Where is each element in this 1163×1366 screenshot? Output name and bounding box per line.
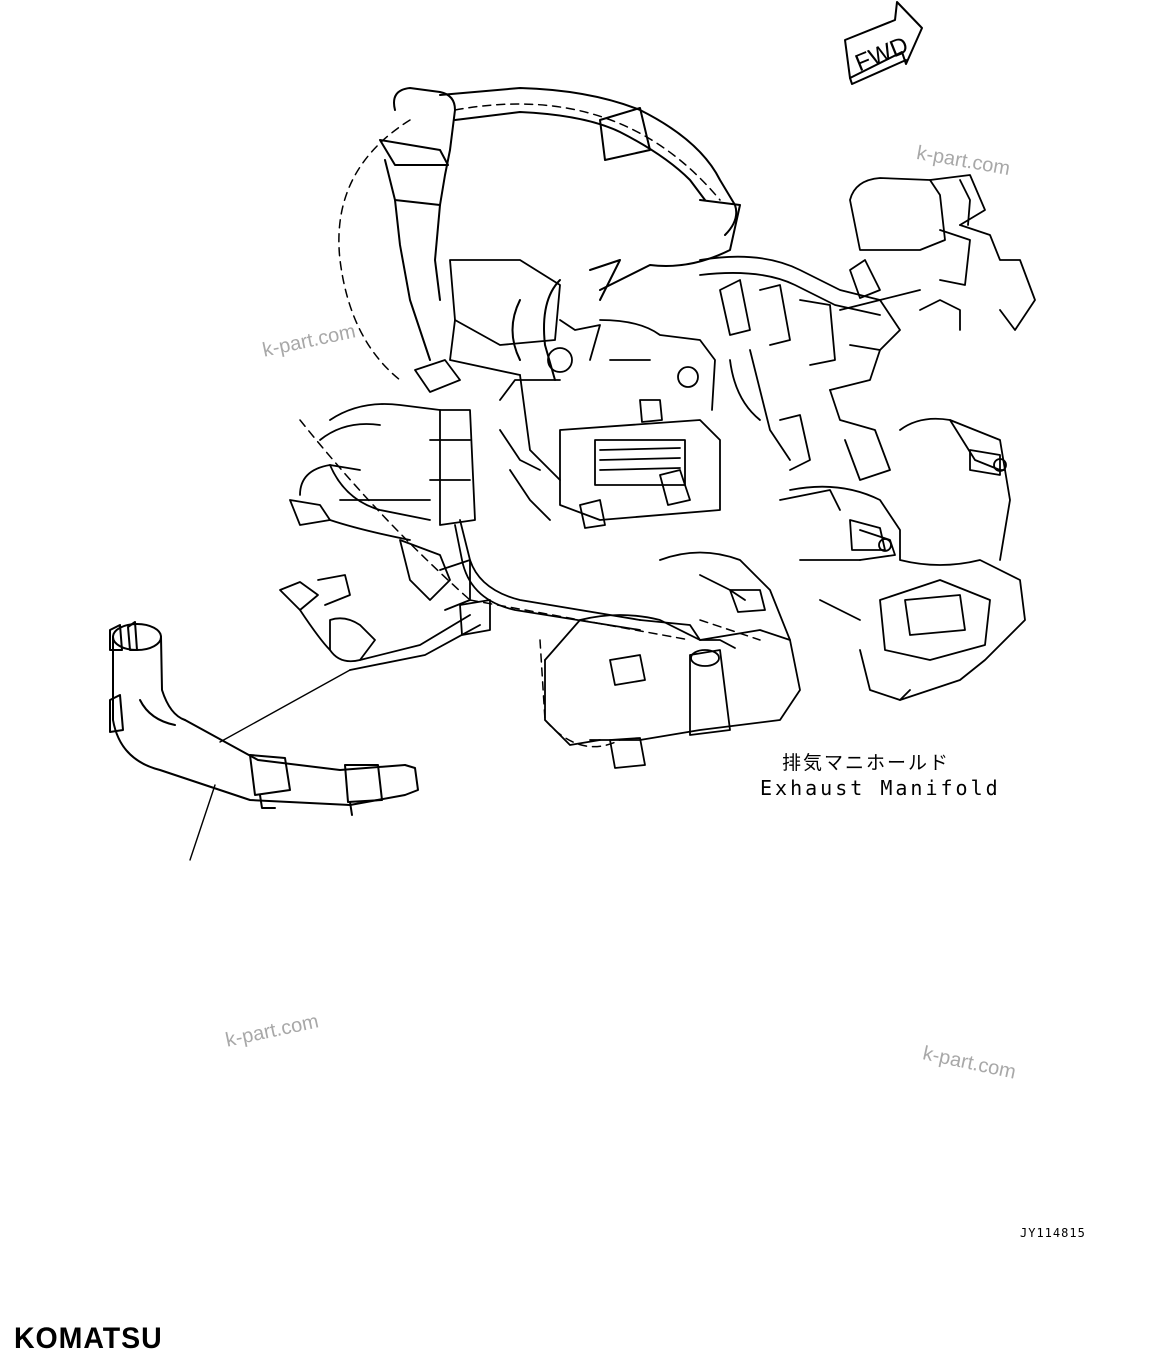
wiring-harness-right xyxy=(699,174,1036,481)
engine-outline-dashed xyxy=(299,103,761,748)
exhaust-manifold-label-en: Exhaust Manifold xyxy=(760,776,1001,800)
drawing-number: JY114815 xyxy=(1020,1226,1086,1240)
exhaust-manifold-label-jp: 排気マニホールド xyxy=(782,752,951,774)
exhaust-manifold xyxy=(544,417,1026,769)
wiring-harness-left xyxy=(279,359,736,671)
leader-lines xyxy=(189,669,351,861)
upper-pipe xyxy=(379,87,741,381)
komatsu-logo: KOMATSU xyxy=(14,1322,163,1355)
fwd-arrow: FWD xyxy=(844,1,923,85)
hose-part xyxy=(109,621,419,816)
central-module xyxy=(449,259,721,529)
